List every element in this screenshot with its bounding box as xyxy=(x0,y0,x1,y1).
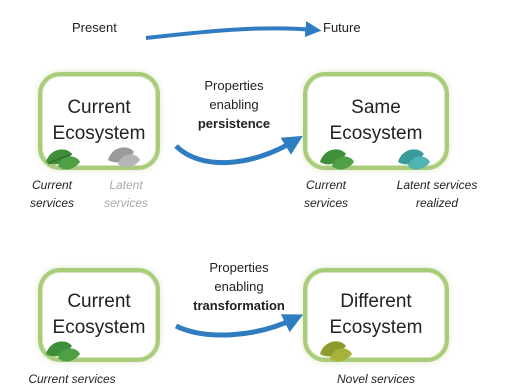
caption-line: services xyxy=(29,196,74,210)
caption-line: realized xyxy=(415,196,459,210)
caption-novel-services: Novel services xyxy=(336,372,416,386)
current-services-leaf-icon xyxy=(46,149,80,170)
properties-keyword: transformation xyxy=(193,298,285,313)
caption-line: Current xyxy=(31,178,72,192)
current-services-leaf-icon xyxy=(46,341,80,362)
caption-line: Current xyxy=(305,178,346,192)
caption-line: services xyxy=(103,196,148,210)
caption-latent-services-realized: Latent services realized xyxy=(382,176,492,212)
properties-line1: Properties xyxy=(204,78,264,93)
box-label-line2: Ecosystem xyxy=(329,317,423,338)
properties-line2: enabling xyxy=(209,97,259,112)
box-label-line2: Ecosystem xyxy=(329,123,423,144)
properties-transformation-label: Properties enabling transformation xyxy=(174,258,304,315)
box-label-line1: Current xyxy=(67,97,131,118)
caption-line: Latent xyxy=(109,178,143,192)
box-label-line2: Ecosystem xyxy=(52,123,146,144)
box-label-line2: Ecosystem xyxy=(52,317,146,338)
caption-current-services-top-right: Current services xyxy=(296,176,356,212)
same-ecosystem-box: Same Ecosystem xyxy=(303,72,449,170)
novel-services-leaf-icon xyxy=(320,341,352,362)
persistence-arrow xyxy=(174,135,303,165)
box-label-line1: Different xyxy=(340,291,412,312)
caption-current-services-top-left: Current services xyxy=(24,176,80,212)
properties-line2: enabling xyxy=(214,279,264,294)
properties-persistence-label: Properties enabling persistence xyxy=(188,76,280,133)
caption-line: services xyxy=(303,196,348,210)
latent-services-leaf-icon xyxy=(108,147,140,168)
timeline-arrow xyxy=(145,21,322,40)
timeline-future-label: Future xyxy=(323,20,361,35)
properties-line1: Properties xyxy=(209,260,269,275)
latent-services-realized-leaf-icon xyxy=(398,149,430,170)
caption-line: Latent services xyxy=(396,178,478,192)
transformation-arrow xyxy=(174,314,304,338)
timeline-present-label: Present xyxy=(72,20,117,35)
current-services-leaf-icon xyxy=(320,149,354,170)
properties-keyword: persistence xyxy=(197,116,271,131)
caption-latent-services: Latent services xyxy=(96,176,156,212)
box-label-line1: Same xyxy=(351,97,401,118)
caption-current-services-bottom: Current services xyxy=(28,372,116,386)
box-label-line1: Current xyxy=(67,291,131,312)
